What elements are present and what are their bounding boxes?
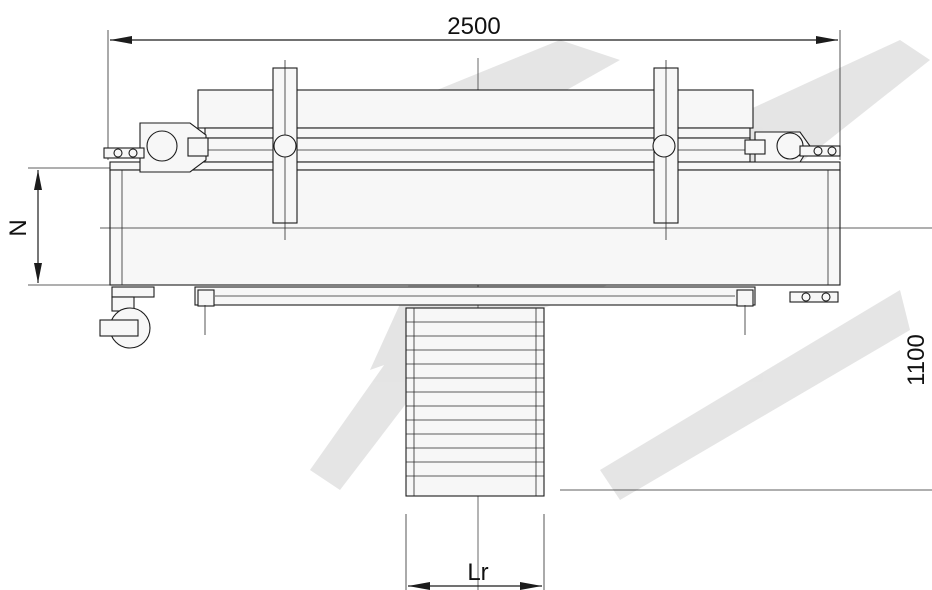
n-dimension: N — [5, 167, 110, 286]
post-right-bearing — [652, 134, 676, 158]
rail-bar-3 — [109, 161, 841, 171]
post-left-bearing — [273, 134, 297, 158]
overall-width-label: 2500 — [447, 13, 500, 40]
caster-wheel — [99, 296, 151, 349]
height-label: 1100 — [903, 334, 930, 386]
main-frame — [109, 169, 841, 286]
lr-label: Lr — [467, 559, 488, 586]
left-drive-unit — [103, 122, 209, 173]
n-label: N — [5, 219, 32, 236]
overall-width-dimension: 2500 — [107, 13, 841, 160]
right-drive-unit — [744, 131, 841, 163]
height-dimension: 1100 — [560, 334, 932, 491]
roller-conveyor — [405, 307, 545, 497]
lr-dimension: Lr — [405, 514, 545, 590]
